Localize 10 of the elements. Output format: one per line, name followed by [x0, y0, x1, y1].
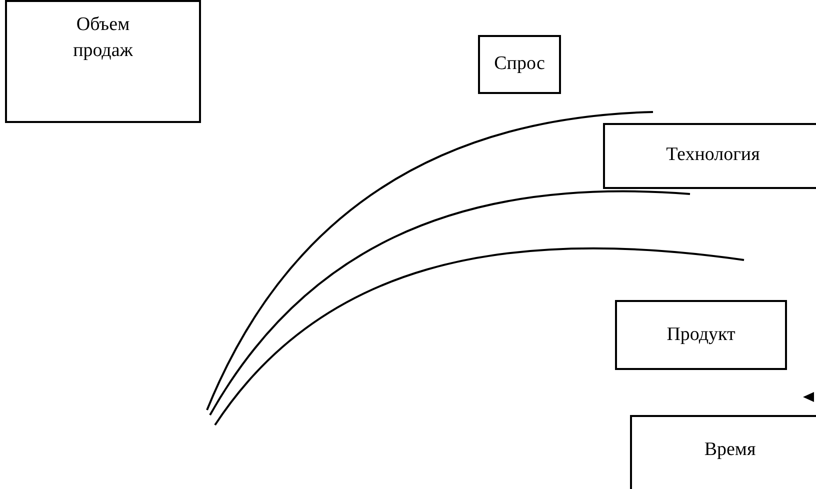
- box-label: Объем продаж: [72, 13, 134, 63]
- box-label: Спрос: [494, 52, 545, 76]
- label-box: [630, 415, 816, 489]
- box-label: Технология: [666, 143, 760, 167]
- box-label: Время: [704, 438, 756, 462]
- box-label: Продукт: [666, 323, 736, 347]
- label-box: [615, 300, 787, 370]
- label-box: [478, 35, 561, 94]
- label-box: [5, 0, 201, 123]
- label-box: [603, 123, 816, 189]
